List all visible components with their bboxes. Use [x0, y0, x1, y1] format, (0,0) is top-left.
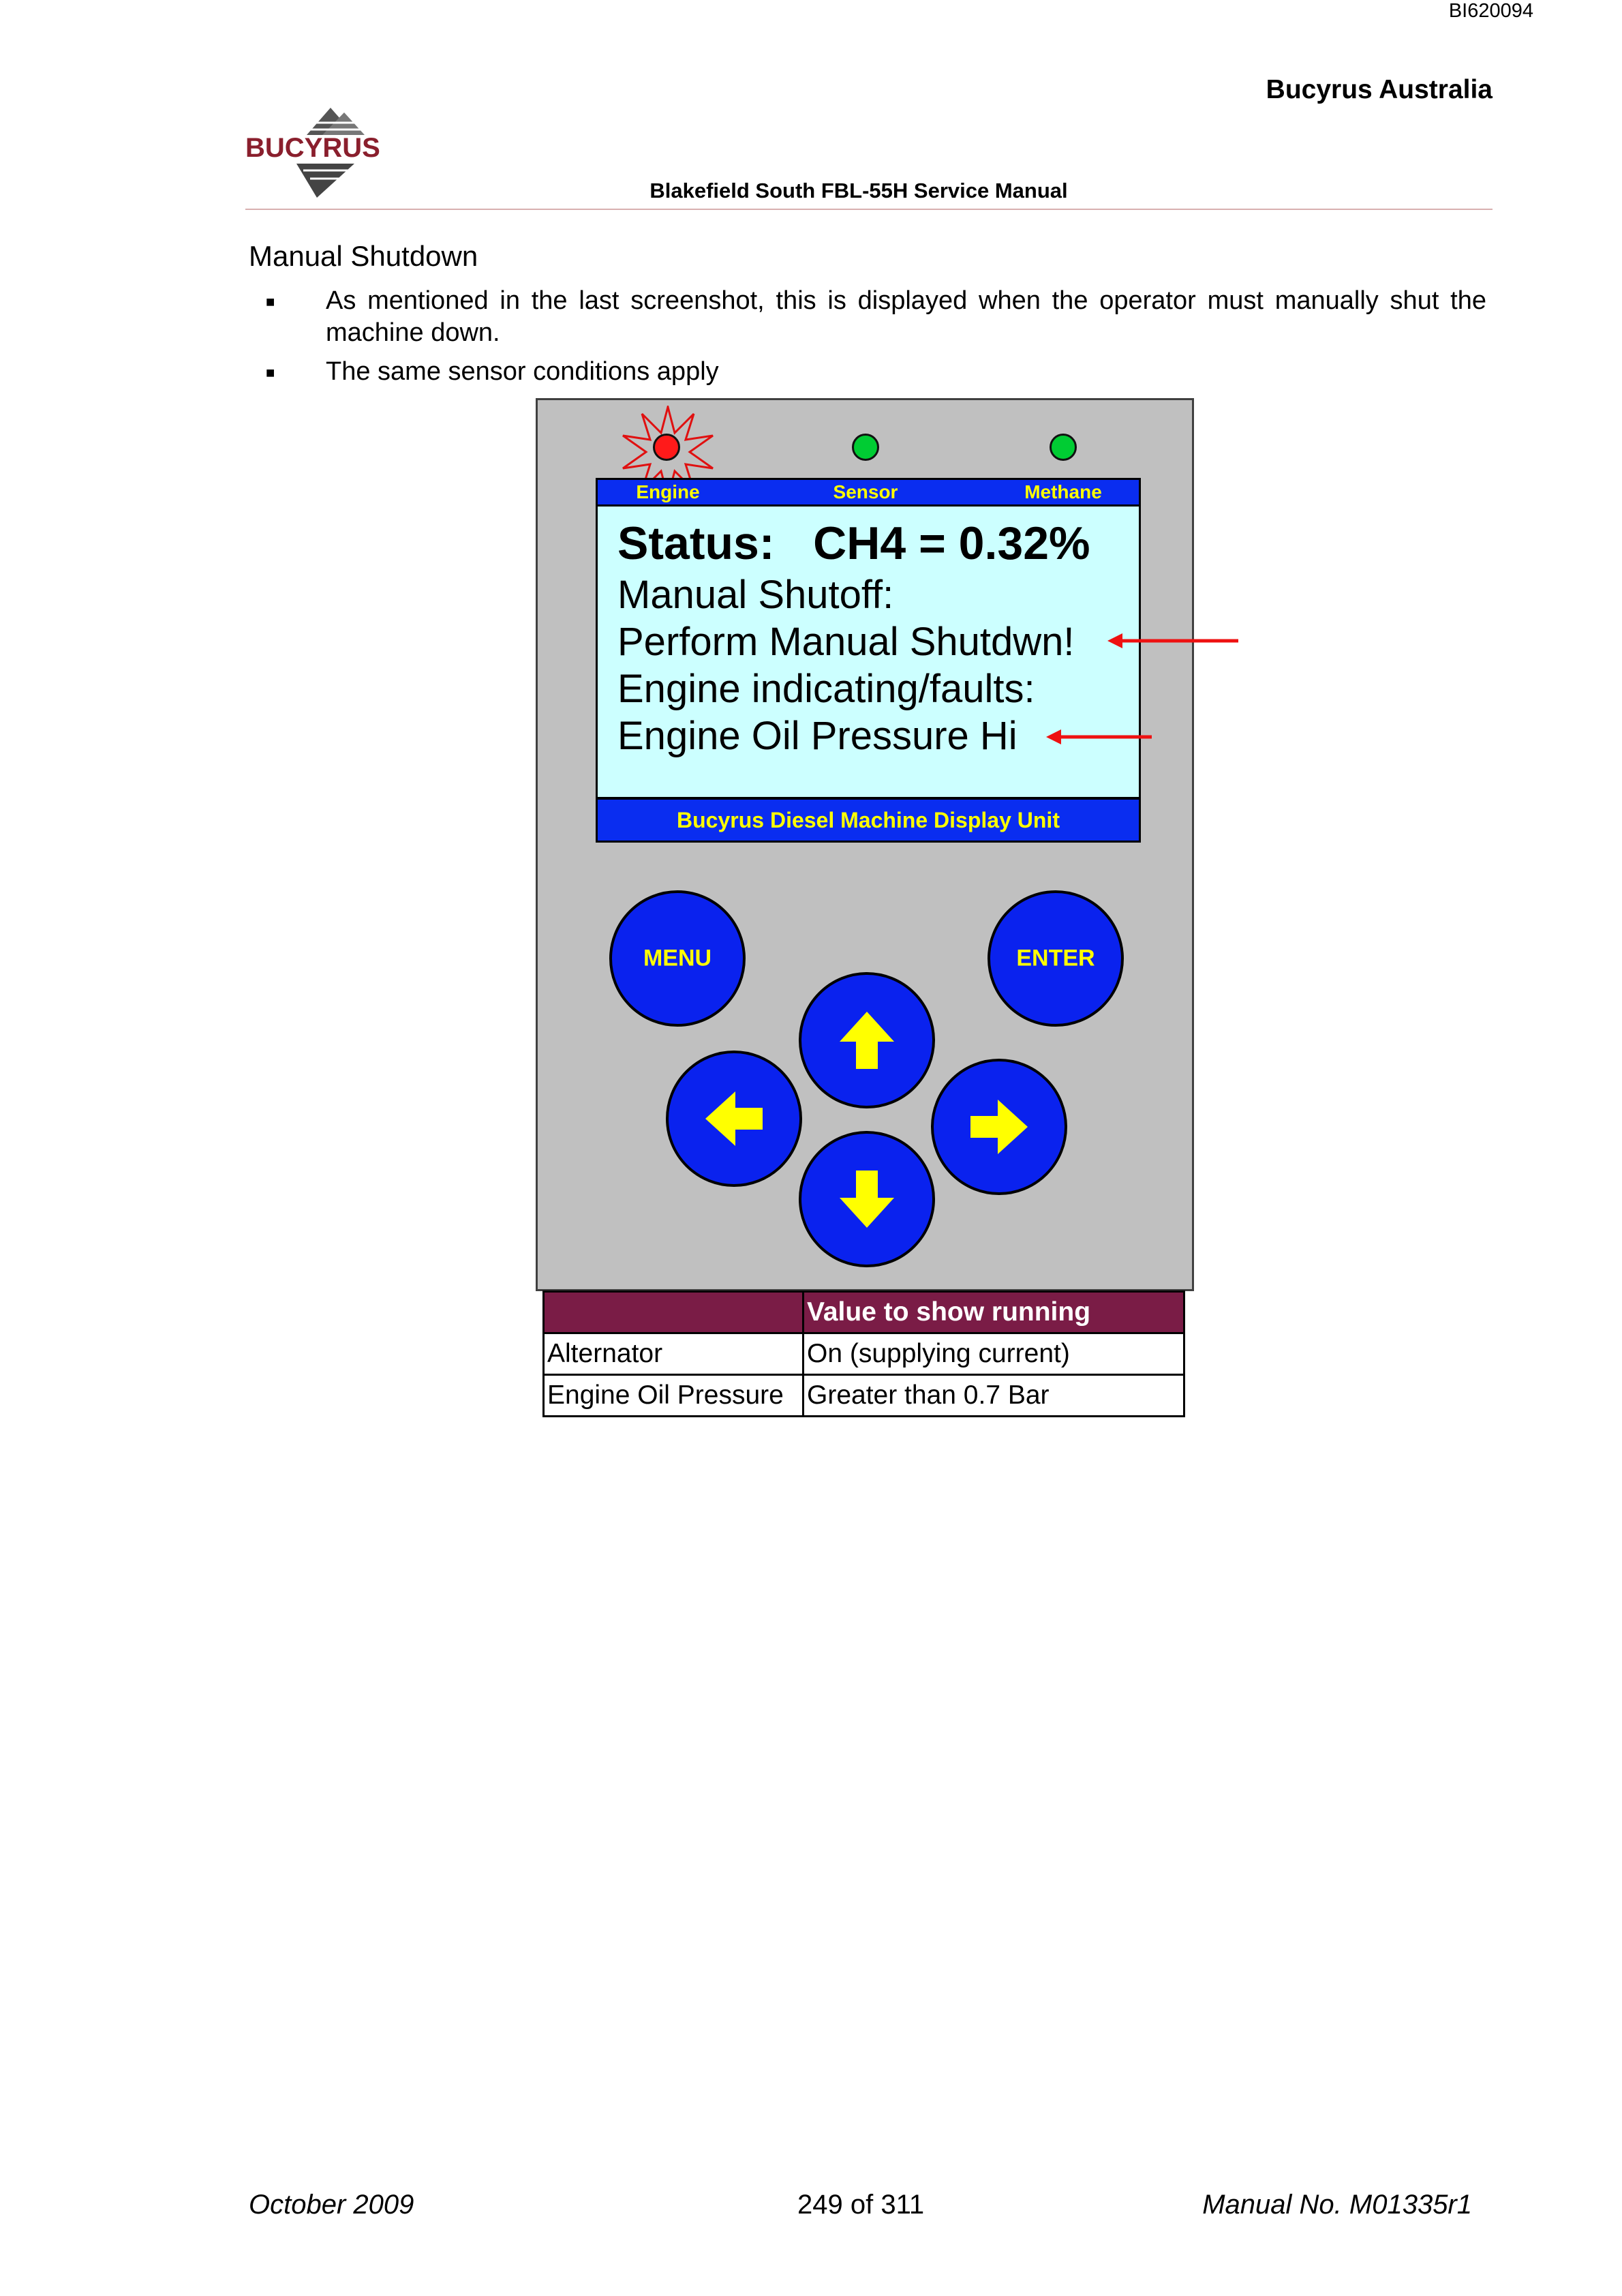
engine-indicator-led: [653, 434, 680, 461]
running-values-table: Value to show running Alternator On (sup…: [542, 1290, 1185, 1417]
down-arrow-button[interactable]: [799, 1131, 935, 1267]
manual-title: Blakefield South FBL-55H Service Manual: [649, 179, 1068, 202]
lcd-screen: [596, 504, 1141, 799]
svg-text:BUCYRUS: BUCYRUS: [245, 133, 380, 163]
menu-button[interactable]: MENU: [609, 890, 746, 1027]
bullet-text: The same sensor conditions apply: [326, 357, 719, 386]
bullet-marker: ■: [266, 364, 275, 381]
down-arrow-icon: [840, 1170, 894, 1228]
table-cell: Greater than 0.7 Bar: [802, 1374, 1185, 1417]
pointer-arrow-icon: [1107, 633, 1238, 648]
sensor-label: Sensor: [833, 481, 898, 502]
screen-line-engine-faults: Engine indicating/faults:: [617, 667, 1035, 711]
pointer-arrow-icon: [1046, 729, 1152, 744]
enter-button-label: ENTER: [1016, 945, 1095, 971]
up-arrow-button[interactable]: [799, 972, 935, 1108]
table-row: Engine Oil Pressure Greater than 0.7 Bar: [542, 1374, 1185, 1417]
up-arrow-icon: [840, 1012, 894, 1069]
bullet-text: As mentioned in the last screenshot, thi…: [326, 286, 1486, 347]
engine-label: Engine: [636, 481, 700, 502]
left-arrow-icon: [705, 1091, 763, 1146]
screen-footer-bar: Bucyrus Diesel Machine Display Unit: [596, 798, 1141, 843]
menu-button-label: MENU: [643, 945, 712, 971]
footer-manual-number: Manual No. M01335r1: [1202, 2190, 1472, 2220]
table-row: Alternator On (supplying current): [542, 1332, 1185, 1376]
sensor-indicator-led: [852, 434, 879, 461]
enter-button[interactable]: ENTER: [988, 890, 1124, 1027]
table-header-cell: Value to show running: [802, 1290, 1185, 1334]
footer-page-number: 249 of 311: [797, 2190, 925, 2220]
screen-line-shutoff: Manual Shutoff:: [617, 573, 894, 617]
screen-line-oil-pressure: Engine Oil Pressure Hi: [617, 714, 1017, 758]
bucyrus-logo: BUCYRUS: [245, 108, 380, 198]
screen-top-bar: [596, 478, 1141, 507]
bullet-marker: ■: [266, 293, 275, 310]
right-arrow-button[interactable]: [931, 1059, 1067, 1195]
screen-line-perform-shutdown: Perform Manual Shutdwn!: [617, 620, 1075, 664]
table-header-cell: [542, 1290, 804, 1334]
methane-label: Methane: [1024, 481, 1102, 502]
left-arrow-button[interactable]: [666, 1051, 802, 1187]
table-cell: On (supplying current): [802, 1332, 1185, 1376]
methane-indicator-led: [1050, 434, 1077, 461]
table-cell: Alternator: [542, 1332, 804, 1376]
table-cell: Engine Oil Pressure: [542, 1374, 804, 1417]
header-divider: [245, 209, 1493, 210]
footer-date: October 2009: [249, 2190, 414, 2220]
status-line: Status: CH4 = 0.32%: [617, 517, 1090, 569]
section-heading: Manual Shutdown: [249, 240, 478, 272]
company-name: Bucyrus Australia: [1266, 75, 1493, 104]
table-header-row: Value to show running: [542, 1290, 1185, 1334]
document-id: BI620094: [1448, 0, 1533, 22]
right-arrow-icon: [970, 1100, 1028, 1154]
